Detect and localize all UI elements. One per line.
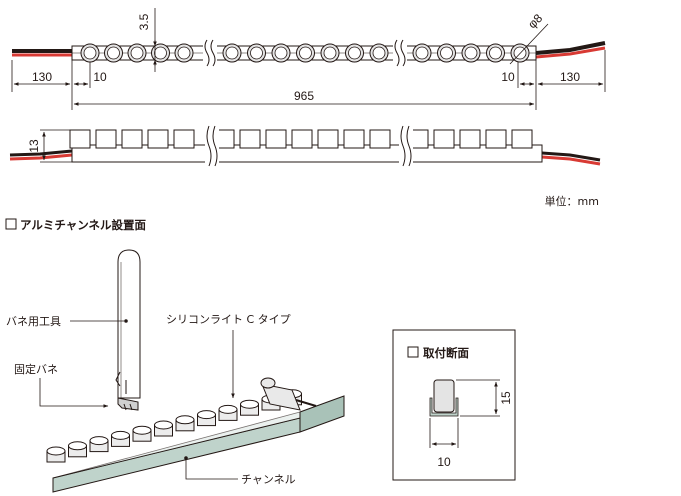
side-led-bump xyxy=(369,129,391,149)
dim-right-pitch: 10 xyxy=(501,70,515,84)
cross-section-title: 取付断面 xyxy=(423,346,469,360)
top-led-row xyxy=(80,43,530,63)
side-led-bump xyxy=(265,129,287,149)
channel-led-top xyxy=(111,430,130,440)
side-view: 13 xyxy=(9,124,601,168)
dim-left-lead: 130 xyxy=(32,70,52,84)
channel-led-top xyxy=(154,420,173,430)
channel-led-top xyxy=(240,399,259,409)
top-view: 130 10 965 10 130 3.5 φ8 xyxy=(11,8,606,110)
top-led-inner xyxy=(348,46,361,60)
top-led-inner xyxy=(464,46,478,60)
side-led-row xyxy=(69,129,533,149)
dim-top-height: 3.5 xyxy=(137,13,151,30)
fixing-spring xyxy=(117,397,139,411)
install-section: アルミチャンネル設置面 バネ用工具 xyxy=(5,218,345,493)
top-led-inner xyxy=(225,46,239,60)
unit-note: 単位：mm xyxy=(545,194,599,208)
top-led-inner xyxy=(489,46,502,60)
side-led-bump xyxy=(121,129,143,149)
side-left-wire xyxy=(9,149,73,161)
top-led-inner xyxy=(372,46,386,60)
dim-right-lead: 130 xyxy=(560,70,580,84)
spring-tool xyxy=(115,249,141,399)
channel-led-top xyxy=(218,404,238,414)
side-led-bump xyxy=(173,129,195,149)
side-led-bump xyxy=(485,129,507,149)
side-led-bump xyxy=(69,129,91,149)
top-led-inner xyxy=(83,46,97,60)
top-led-inner xyxy=(177,46,191,60)
label-fixing-spring: 固定バネ xyxy=(14,362,58,376)
side-break-left xyxy=(205,124,219,168)
end-connector xyxy=(260,377,317,411)
side-led-bump xyxy=(511,129,533,149)
dim-side-height: 13 xyxy=(27,139,41,153)
right-wire xyxy=(535,41,606,59)
left-wire xyxy=(12,49,72,57)
dim-cross-height: 15 xyxy=(499,391,513,405)
side-led-bump xyxy=(291,129,313,149)
dim-left-pitch: 10 xyxy=(93,70,107,84)
top-led-inner xyxy=(250,46,263,60)
side-led-bump xyxy=(95,129,117,149)
top-led-inner xyxy=(323,46,337,60)
label-channel: チャンネル xyxy=(241,473,296,486)
side-led-bump xyxy=(147,129,169,149)
top-break-right xyxy=(393,38,407,68)
aluminum-channel xyxy=(52,395,345,493)
dim-led-diameter: φ8 xyxy=(525,11,545,31)
top-led-inner xyxy=(154,46,167,60)
channel-led-top xyxy=(68,441,87,451)
cross-section-channel xyxy=(429,397,459,417)
side-break-right xyxy=(399,124,413,168)
cross-section-box: 取付断面 15 10 xyxy=(392,329,516,481)
side-led-bump xyxy=(317,129,339,149)
top-led-inner xyxy=(107,46,120,60)
side-led-bump xyxy=(239,129,261,149)
channel-led-top xyxy=(46,446,66,456)
label-spring-tool: バネ用工具 xyxy=(6,315,61,328)
cross-section-checkbox-icon xyxy=(407,346,419,358)
channel-led-top xyxy=(197,410,216,420)
dim-cross-width: 10 xyxy=(437,455,451,469)
top-led-inner xyxy=(274,46,288,60)
side-led-bump xyxy=(343,129,365,149)
top-led-inner xyxy=(415,46,429,60)
install-title: アルミチャンネル設置面 xyxy=(20,218,147,232)
channel-led-top xyxy=(132,425,152,435)
install-title-checkbox-icon xyxy=(5,218,17,230)
top-led-inner xyxy=(440,46,453,60)
channel-led-top xyxy=(175,415,195,425)
side-right-wire xyxy=(541,151,601,166)
label-product: シリコンライト C タイプ xyxy=(166,313,291,326)
dim-total-length: 965 xyxy=(294,89,314,103)
channel-led-top xyxy=(89,436,109,446)
side-led-bump xyxy=(459,129,481,149)
cross-section-led xyxy=(433,379,455,413)
top-led-inner xyxy=(130,46,144,60)
side-led-bump xyxy=(433,129,455,149)
top-break-left xyxy=(203,38,217,68)
top-led-inner xyxy=(299,46,312,60)
